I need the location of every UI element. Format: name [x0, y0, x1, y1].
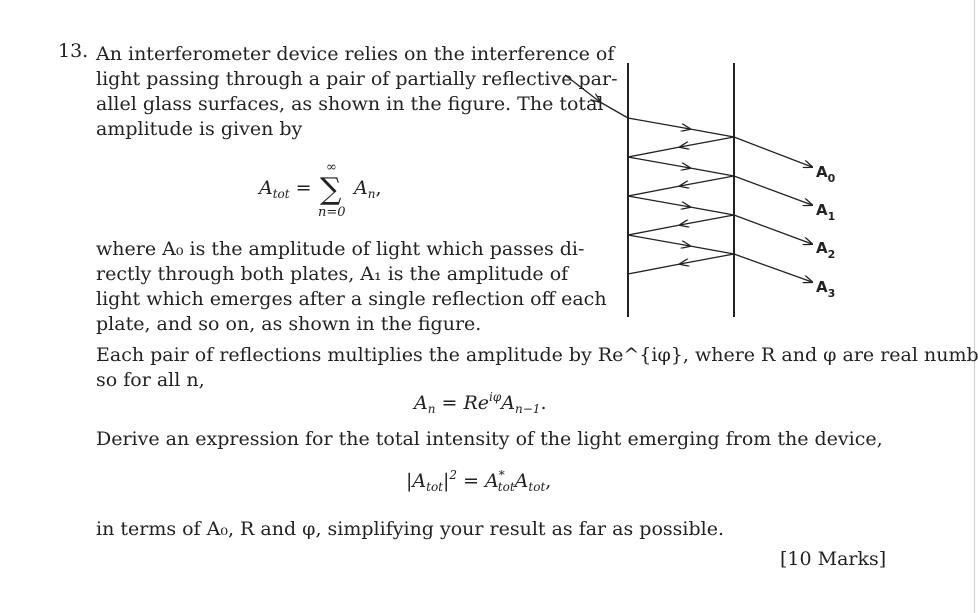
derive-paragraph: Derive an expression for the total inten… [96, 427, 883, 452]
ray-segment [680, 175, 735, 186]
sum-equation: Atot = ∞ ∑ n=0 An, [259, 160, 419, 224]
pair-line: so for all n, [96, 369, 205, 391]
sum-term: An, [354, 177, 382, 201]
emerging-ray-a3 [733, 253, 812, 282]
sum-lhs: Atot = [259, 177, 312, 201]
ray-segment [627, 185, 681, 197]
where-line: plate, and so on, as shown in the figure… [96, 313, 482, 335]
ray-segment [627, 263, 681, 275]
derive-line: Derive an expression for the total inten… [96, 428, 883, 450]
intro-line: light passing through a pair of partiall… [96, 68, 618, 90]
label-a3: A3 [816, 278, 835, 300]
pair-paragraph: Each pair of reflections multiplies the … [96, 343, 978, 393]
sum-upper-limit: ∞ [326, 160, 337, 175]
intro-line: allel glass surfaces, as shown in the fi… [96, 93, 604, 115]
sum-lower-limit: n=0 [318, 205, 346, 220]
intensity-equation: |Atot|2 = A*totAtot, [406, 468, 552, 494]
label-a0: A0 [816, 163, 836, 185]
ray-segment [627, 234, 690, 246]
ray-segment [627, 156, 690, 168]
ray-segment [689, 167, 735, 177]
ray-segment [689, 206, 735, 216]
incident-ray-end [599, 101, 629, 119]
label-a1: A1 [816, 201, 835, 223]
label-a2: A2 [816, 239, 835, 261]
where-line: light which emerges after a single refle… [96, 288, 607, 310]
intro-paragraph: An interferometer device relies on the i… [96, 42, 618, 142]
terms-paragraph: in terms of A₀, R and φ, simplifying you… [96, 517, 724, 542]
ray-segment [689, 245, 735, 255]
where-line: rectly through both plates, A₁ is the am… [96, 263, 569, 285]
ray-segment [627, 146, 681, 158]
incident-ray [564, 74, 600, 102]
ray-segment [680, 136, 735, 147]
ray-segment [627, 224, 681, 236]
ray-segment [680, 214, 735, 225]
interferometer-diagram: A0 A1 A2 A3 [564, 63, 836, 317]
emerging-ray-a2 [733, 214, 812, 244]
recurrence-equation: An = ReiφAn−1. [414, 390, 547, 416]
sigma-symbol: ∑ [320, 172, 342, 207]
intro-line: amplitude is given by [96, 118, 303, 140]
terms-line: in terms of A₀, R and φ, simplifying you… [96, 518, 725, 540]
ray-segment [627, 117, 690, 129]
emerging-ray-a0 [733, 136, 812, 167]
where-paragraph: where A₀ is the amplitude of light which… [96, 237, 607, 337]
pair-line: Each pair of reflections multiplies the … [96, 344, 978, 366]
question-number: 13. [58, 40, 89, 62]
ray-segment [627, 195, 690, 207]
ray-segment [689, 128, 735, 138]
ray-segment [680, 253, 735, 264]
where-line: where A₀ is the amplitude of light which… [96, 238, 585, 260]
marks-label: [10 Marks] [780, 548, 887, 570]
emerging-ray-a1 [733, 175, 812, 205]
page-right-border [974, 0, 975, 613]
intro-line: An interferometer device relies on the i… [96, 43, 615, 65]
